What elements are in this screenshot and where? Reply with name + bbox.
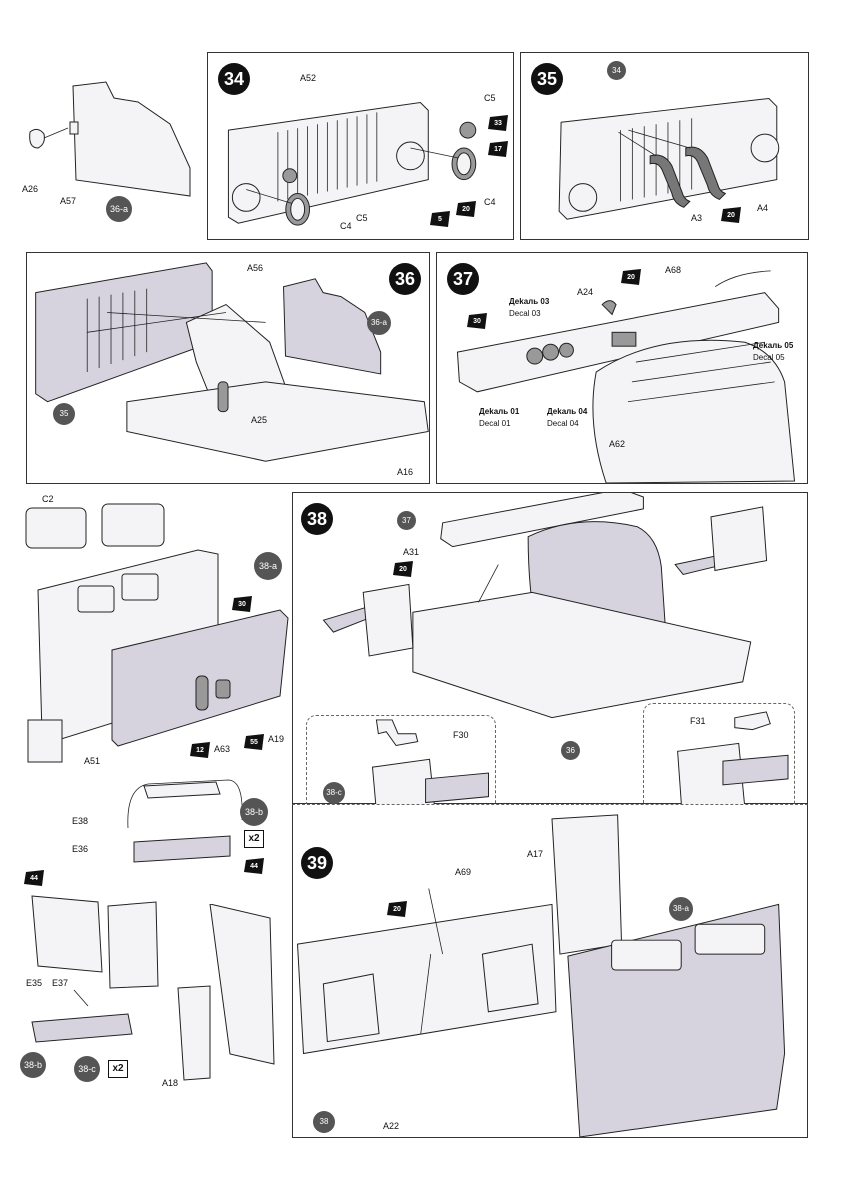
label-C4-bottom: C4 (340, 221, 352, 231)
label-A3: A3 (691, 213, 703, 223)
subassembly-38a: C2 A51 A63 A19 38-a 30 12 55 (18, 490, 294, 770)
paint-star-5: 5 (430, 211, 450, 227)
ref-35-badge: 35 (53, 403, 75, 425)
label-dekal-03: Деkaль 03 (509, 297, 550, 306)
ref-38-badge: 38 (313, 1111, 335, 1133)
label-C4-right: C4 (484, 197, 496, 207)
subassembly-38c: 44 E35 E37 38-b 38-c x2 (18, 866, 198, 1086)
label-C2: C2 (42, 494, 54, 504)
step-37-number: 37 (447, 263, 479, 295)
label-A62: A62 (609, 439, 626, 449)
label-decal-01: Decal 01 (479, 419, 511, 428)
paint-star-44: 44 (244, 858, 264, 874)
ref-36a-badge: 36-a (106, 196, 132, 222)
label-A25: A25 (251, 415, 268, 425)
label-A56: A56 (247, 263, 264, 273)
panel-a57-drawing (29, 81, 191, 197)
step-39-drawing (297, 814, 786, 1137)
step-37-panel: 37 A68 A24 A62 Деkaль 03 Decal 03 Деkaль… (436, 252, 808, 484)
label-A26: A26 (22, 184, 39, 194)
ref-34-badge: 34 (607, 61, 626, 80)
step-34-panel: 34 A52 C5 C5 C4 C4 33 17 5 20 (207, 52, 514, 240)
paint-star-30: 30 (232, 596, 252, 612)
step-39-panel: 39 A17 A69 A22 20 38 38-a (292, 804, 808, 1138)
step-36-number: 36 (389, 263, 421, 295)
label-decal-03: Decal 03 (509, 309, 541, 318)
step-37-drawing (456, 270, 796, 483)
label-A16: A16 (397, 467, 414, 477)
ref-36-badge: 36 (561, 741, 580, 760)
paint-star-17: 17 (488, 141, 508, 157)
subassembly-36a: A26 A57 36-a (18, 72, 208, 232)
door-a18: A18 (162, 904, 290, 1090)
label-A24: A24 (577, 287, 594, 297)
paint-star-55: 55 (244, 734, 264, 750)
paint-star-20: 20 (387, 901, 407, 917)
ref-38b-badge: 38-b (240, 798, 268, 826)
step-39-number: 39 (301, 847, 333, 879)
label-A68: A68 (665, 265, 682, 275)
label-dekal-01: Деkaль 01 (479, 407, 520, 416)
ref-38a-badge: 38-a (669, 897, 693, 921)
label-A22: A22 (383, 1121, 400, 1131)
label-A4: A4 (757, 203, 769, 213)
multiplier-38c: x2 (108, 1060, 128, 1078)
ref-38b-badge: 38-b (20, 1052, 46, 1078)
label-A51: A51 (84, 756, 101, 766)
paint-star-20: 20 (721, 207, 741, 223)
label-A52: A52 (300, 73, 317, 83)
step-35-drawing (558, 97, 780, 220)
label-E35: E35 (26, 978, 43, 988)
seat-frame-e38-drawing (127, 779, 243, 863)
label-F31: F31 (690, 716, 706, 726)
rear-wall-a51-drawing (25, 503, 289, 763)
ref-38c-badge: 38-c (74, 1056, 100, 1082)
ref-38a-badge: 38-a (254, 552, 282, 580)
step-34-number: 34 (218, 63, 250, 95)
label-E37: E37 (52, 978, 69, 988)
label-A31: A31 (403, 547, 420, 557)
label-A19: A19 (268, 734, 285, 744)
subassembly-38b: E38 E36 38-b x2 44 (60, 772, 274, 874)
step-36-drawing (35, 262, 429, 462)
paint-star-20: 20 (456, 201, 476, 217)
seat-back-e35-drawing (31, 895, 159, 1043)
label-A18: A18 (162, 1078, 179, 1088)
step-38-number: 38 (301, 503, 333, 535)
label-A57: A57 (60, 196, 77, 206)
step-38-drawing (322, 493, 768, 719)
step-34-drawing (227, 101, 477, 226)
paint-star-30: 30 (467, 313, 487, 329)
paint-star-20: 20 (393, 561, 413, 577)
step-35-panel: 35 34 A3 A4 20 (520, 52, 809, 240)
ref-36a-badge: 36-a (367, 311, 391, 335)
label-decal-04: Decal 04 (547, 419, 579, 428)
label-F30: F30 (453, 730, 469, 740)
step-35-number: 35 (531, 63, 563, 95)
label-A63: A63 (214, 744, 231, 754)
paint-star-44: 44 (24, 870, 44, 886)
paint-star-33: 33 (488, 115, 508, 131)
ref-37-badge: 37 (397, 511, 416, 530)
ref-38c-badge: 38-c (323, 782, 345, 804)
label-A69: A69 (455, 867, 472, 877)
label-C5-bottom: C5 (356, 213, 368, 223)
label-A17: A17 (527, 849, 544, 859)
label-E38: E38 (72, 816, 89, 826)
step-36-panel: 36 A56 A25 A16 36-a 35 (26, 252, 430, 484)
label-E36: E36 (72, 844, 89, 854)
label-C5-top: C5 (484, 93, 496, 103)
door-a18-drawing (177, 904, 275, 1081)
label-decal-05: Decal 05 (753, 353, 785, 362)
label-dekal-05: Деkaль 05 (753, 341, 794, 350)
multiplier-38b: x2 (244, 830, 264, 848)
label-dekal-04: Деkaль 04 (547, 407, 588, 416)
paint-star-20: 20 (621, 269, 641, 285)
paint-star-12: 12 (190, 742, 210, 758)
